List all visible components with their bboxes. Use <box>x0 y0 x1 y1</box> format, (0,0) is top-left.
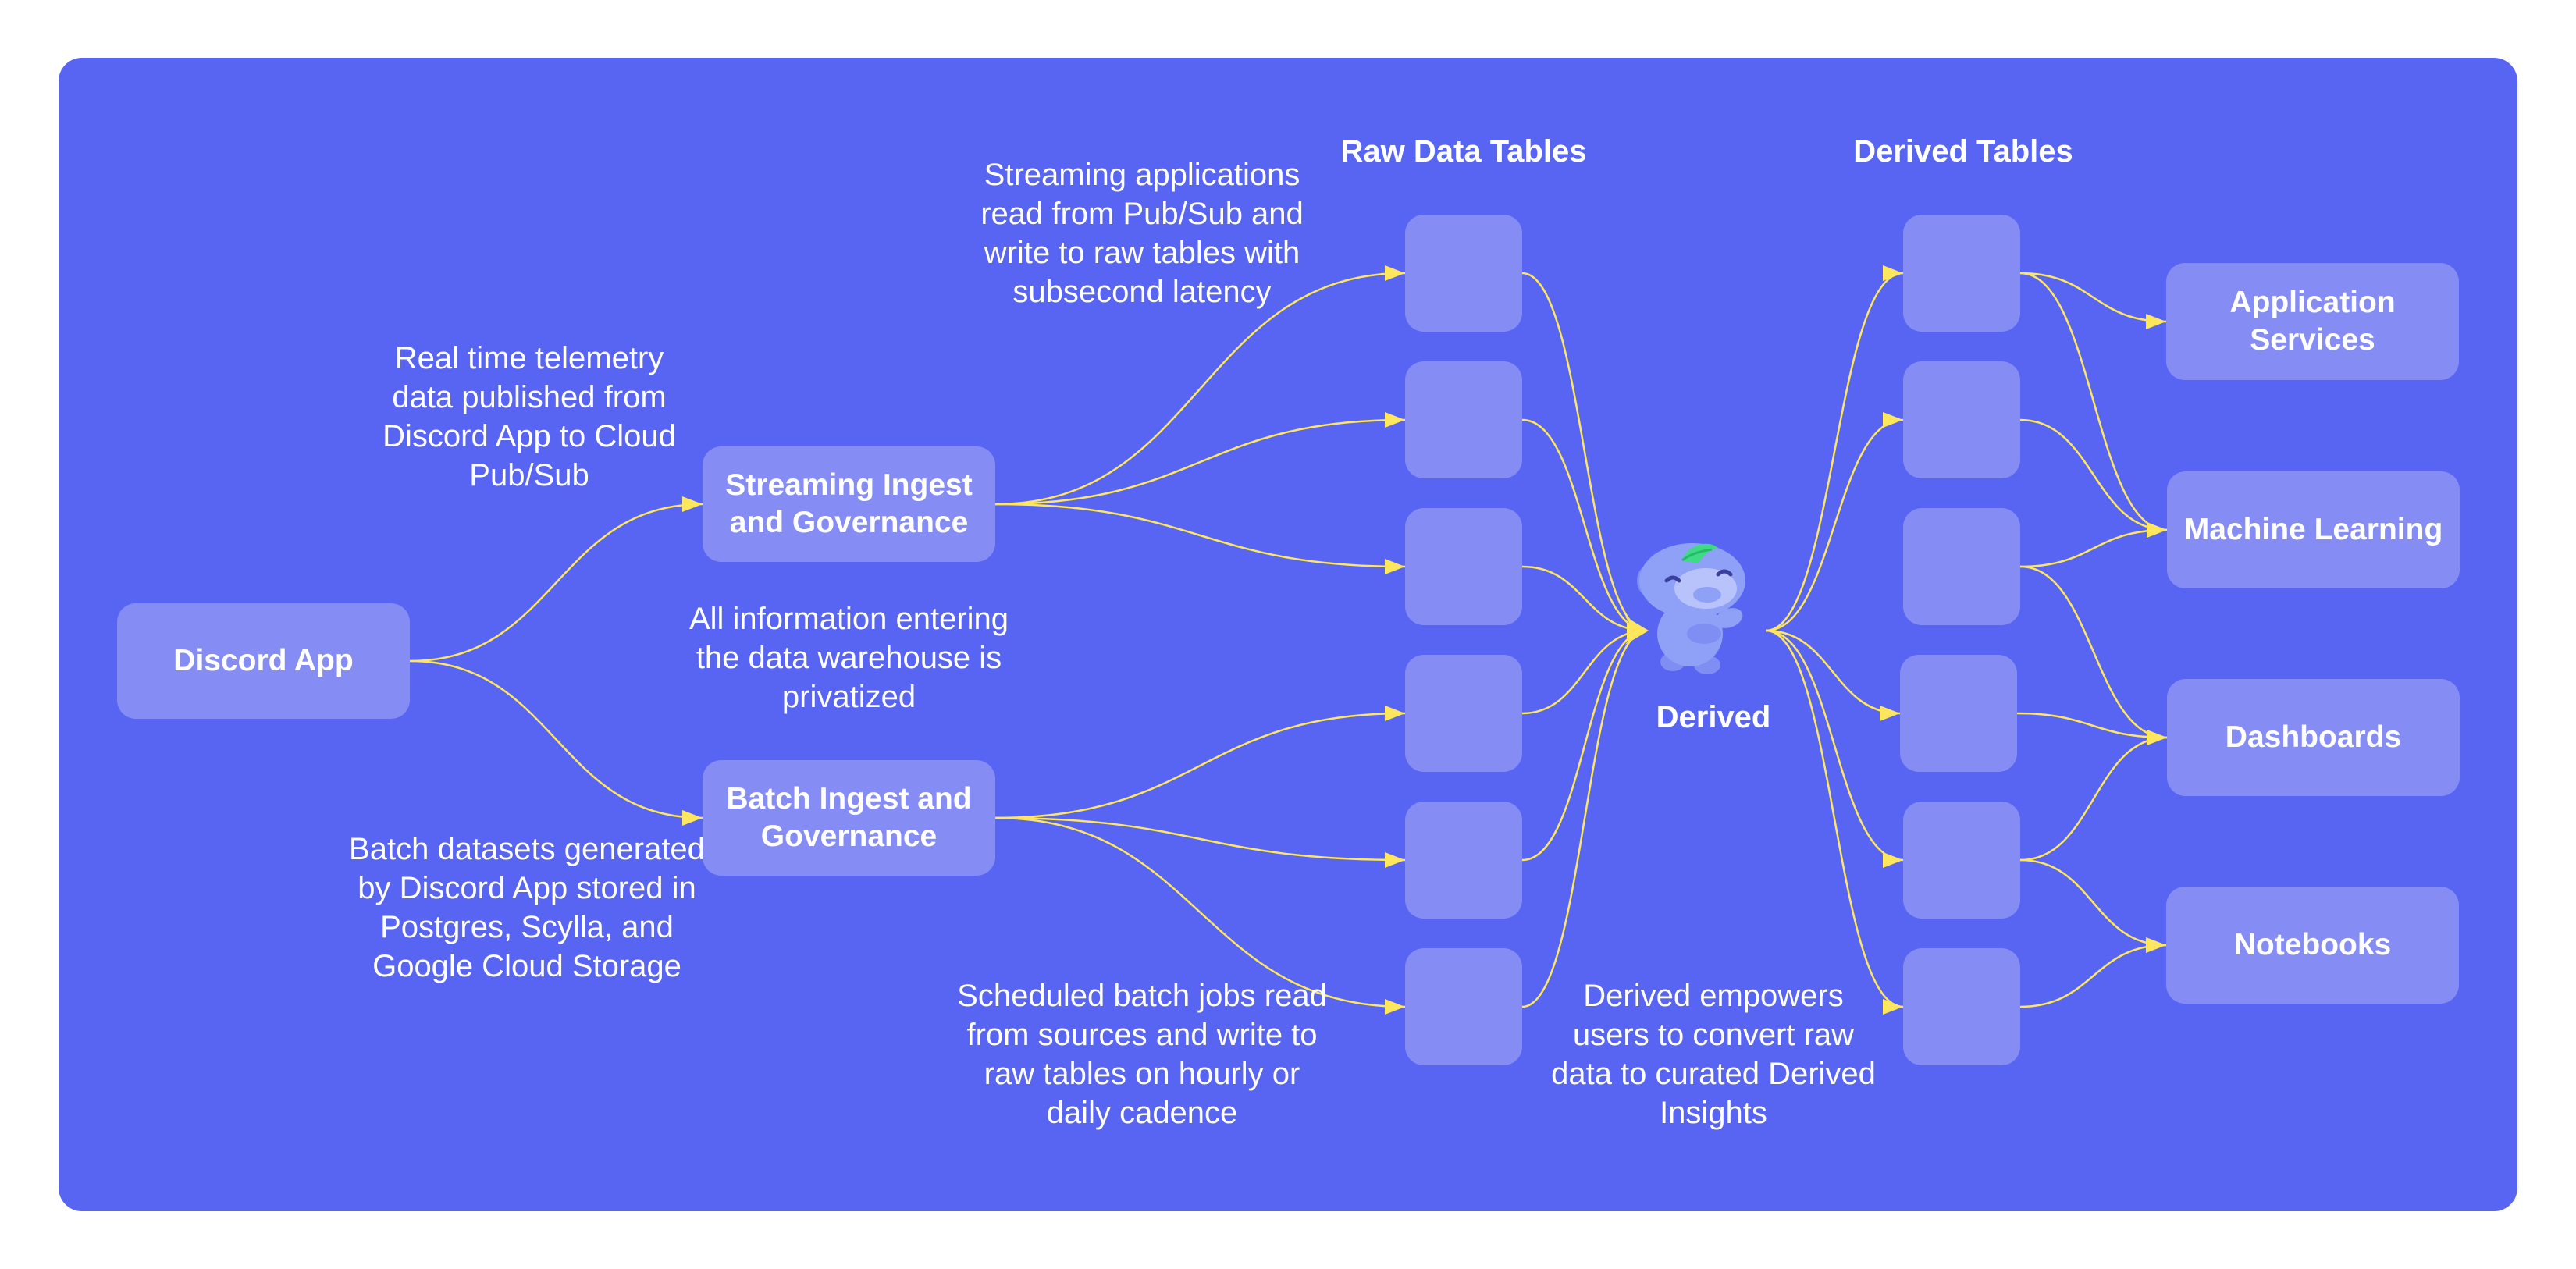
derived-table-tile <box>1903 361 2020 478</box>
streaming-apps-note: Streaming applications read from Pub/Sub… <box>980 158 1304 309</box>
connector-line <box>994 712 1406 819</box>
connector-arrowhead <box>2146 314 2166 329</box>
connector-line <box>1521 272 1648 632</box>
connector-line <box>409 659 703 819</box>
connector-line <box>994 272 1406 506</box>
connector-line <box>2019 565 2168 739</box>
raw-table-tile <box>1405 215 1522 332</box>
raw-table-tile <box>1405 361 1522 478</box>
raw-table-tile <box>1405 655 1522 772</box>
connector-arrowhead <box>1385 852 1405 868</box>
connector-arrowhead <box>1385 412 1405 428</box>
scheduled-jobs-note: Scheduled batch jobs read from sources a… <box>957 979 1327 1130</box>
connector-arrowhead <box>1883 999 1903 1015</box>
discord-app-node: Discord App <box>117 603 410 719</box>
derived-table-tile <box>1900 655 2017 772</box>
wumpus-mascot-icon <box>1637 543 1745 674</box>
raw-table-tile <box>1405 948 1522 1065</box>
application-services-node: Application Services <box>2166 263 2459 380</box>
connector-line <box>2019 858 2167 947</box>
connector-arrowhead <box>1625 617 1649 645</box>
connector-line <box>2019 944 2167 1008</box>
connector-arrowhead <box>2146 937 2166 953</box>
batch-datasets-note: Batch datasets generated by Discord App … <box>349 832 705 983</box>
raw-tables-header: Raw Data Tables <box>1340 134 1587 169</box>
connector-arrowhead <box>1880 706 1900 721</box>
raw-table-tile <box>1405 802 1522 919</box>
machine-learning-node: Machine Learning <box>2167 471 2460 588</box>
connector-arrowhead <box>682 810 703 826</box>
connector-line <box>2016 712 2168 739</box>
raw-table-tile <box>1405 508 1522 625</box>
derived-table-tile <box>1903 508 2020 625</box>
streaming-ingest-node: Streaming Ingest and Governance <box>703 446 995 562</box>
privatized-note: All information entering the data wareho… <box>688 602 1009 714</box>
connector-line <box>1521 629 1648 1008</box>
connector-line <box>1521 629 1648 862</box>
derived-tables-header: Derived Tables <box>1853 134 2073 169</box>
connector-arrowhead <box>1385 559 1405 574</box>
connector-arrowhead <box>1883 265 1903 281</box>
connector-arrowhead <box>682 496 703 512</box>
connector-line <box>2019 528 2168 568</box>
connector-line <box>2019 736 2168 862</box>
connector-line <box>994 816 1406 862</box>
connector-line <box>994 816 1406 1008</box>
connector-arrowhead <box>1883 412 1903 428</box>
notebooks-node: Notebooks <box>2166 887 2459 1004</box>
connector-arrowhead <box>1385 706 1405 721</box>
connector-line <box>1765 629 1904 1008</box>
connector-line <box>1765 272 1904 632</box>
connector-arrowhead <box>2147 522 2167 538</box>
connector-line <box>1765 418 1904 632</box>
derived-table-tile <box>1903 948 2020 1065</box>
connector-line <box>1521 418 1648 632</box>
connector-line <box>1765 629 1904 862</box>
connector-arrowhead <box>2147 730 2167 745</box>
connector-line <box>409 503 703 663</box>
derived-empowers-note: Derived empowers users to convert raw da… <box>1551 979 1876 1130</box>
dashboards-node: Dashboards <box>2167 679 2460 796</box>
connector-line <box>994 503 1406 568</box>
connector-line <box>2019 418 2168 531</box>
connector-line <box>1521 565 1648 632</box>
connector-arrowhead <box>1385 265 1405 281</box>
connector-line <box>2019 272 2168 531</box>
connector-arrowhead <box>1883 852 1903 868</box>
derived-table-tile <box>1903 215 2020 332</box>
diagram-background <box>59 58 2517 1211</box>
connector-line <box>1521 629 1648 715</box>
realtime-telemetry-note: Real time telemetry data published from … <box>382 341 676 492</box>
connector-line <box>2019 272 2167 323</box>
connector-arrowhead <box>1385 999 1405 1015</box>
connector-line <box>994 418 1406 506</box>
batch-ingest-node: Batch Ingest and Governance <box>703 760 995 876</box>
derived-node-label: Derived <box>1656 700 1771 734</box>
derived-table-tile <box>1903 802 2020 919</box>
connector-line <box>1765 629 1901 715</box>
